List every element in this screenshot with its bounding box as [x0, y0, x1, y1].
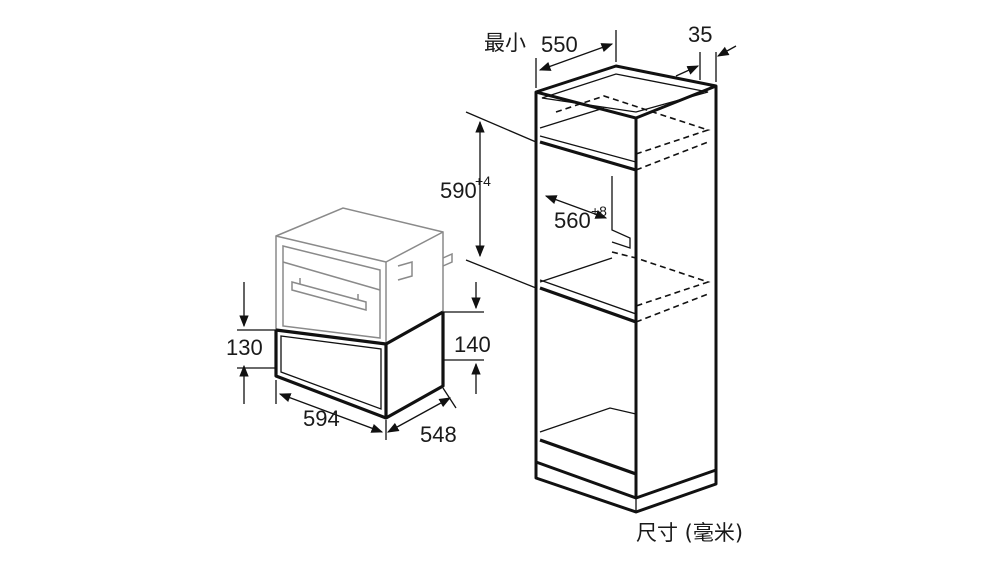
cabinet-dashed-shelves — [555, 95, 711, 323]
dim-drawer-width: 594 — [275, 380, 387, 440]
dim-drawer-depth: 548 — [386, 387, 457, 447]
dim-590-label: 590 — [440, 178, 477, 203]
dim-niche-width: 560 +8 — [544, 195, 607, 233]
dim-35-label: 35 — [688, 22, 712, 47]
dim-560-label: 560 — [554, 208, 591, 233]
dim-cabinet-gap: 35 — [675, 22, 737, 82]
dim-548-label: 548 — [420, 422, 457, 447]
dim-590-tolerance: +4 — [475, 173, 491, 189]
tall-cabinet — [534, 64, 718, 514]
dim-drawer-side-height: 140 — [443, 282, 491, 394]
dim-cabinet-depth: 最小 550 — [484, 30, 617, 88]
min-label: 最小 — [484, 31, 526, 55]
units-label: 尺寸 (毫米) — [636, 521, 743, 545]
dim-560-tolerance: +8 — [591, 203, 607, 219]
dim-140-label: 140 — [454, 332, 491, 357]
dim-130-label: 130 — [226, 335, 263, 360]
dim-550-label: 550 — [541, 32, 578, 57]
dim-594-label: 594 — [303, 406, 340, 431]
dim-drawer-front-height: 130 — [226, 282, 276, 404]
dim-niche-height: 590 +4 — [440, 111, 537, 289]
